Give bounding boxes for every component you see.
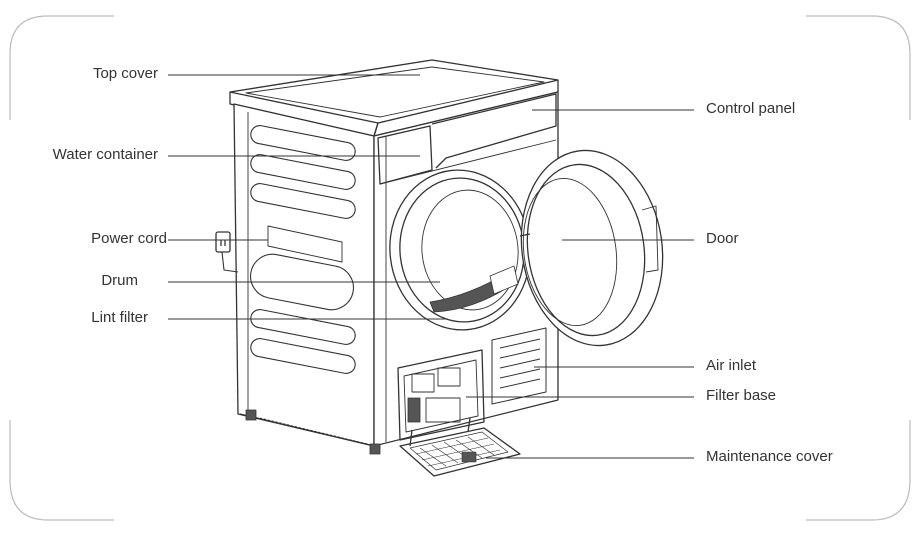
label-air-inlet: Air inlet [706,357,757,374]
label-drum: Drum [101,272,138,289]
label-lint-filter: Lint filter [91,309,148,326]
label-top-cover: Top cover [92,65,158,82]
control-panel-shape [377,93,557,185]
dryer-illustration [215,59,664,477]
side-panel [233,103,375,447]
label-control-panel: Control panel [706,100,796,117]
label-filter-base: Filter base [706,387,777,404]
side-ribs [250,125,356,374]
corner-frame [9,15,911,521]
door-shape [519,149,664,347]
label-water-container: Water container [52,146,158,163]
leader-lines [168,74,694,459]
front-panel [373,91,559,447]
label-door: Door [706,230,739,247]
maintenance-cover-shape [399,417,521,477]
air-inlet-grille [491,327,547,405]
drum-opening [389,169,531,331]
power-cord-shape [215,231,239,273]
base-feet [239,409,381,455]
label-maintenance-cover: Maintenance cover [706,448,833,465]
filter-base-shape [397,349,485,441]
label-power-cord: Power cord [91,230,167,247]
